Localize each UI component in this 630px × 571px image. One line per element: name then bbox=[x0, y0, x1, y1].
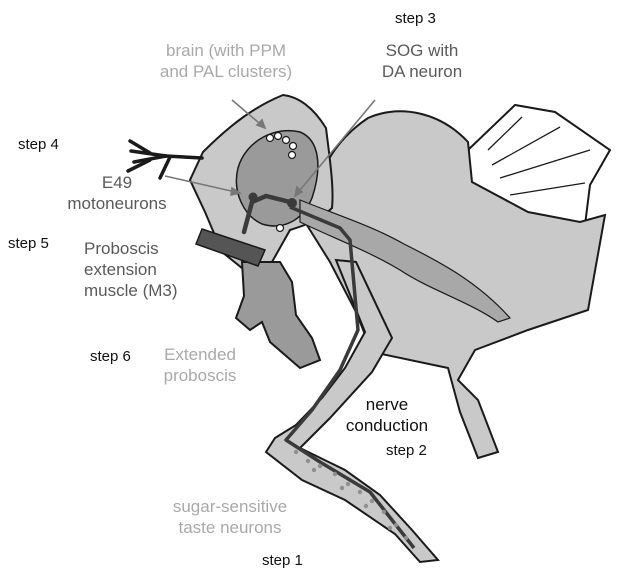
taste-label-line-2: taste neurons bbox=[146, 517, 314, 538]
sog-label: SOG with DA neuron bbox=[352, 40, 492, 82]
e49-label: E49 motoneurons bbox=[58, 172, 176, 214]
proboscis-label: Extended proboscis bbox=[142, 344, 258, 386]
step-2-label: step 2 bbox=[386, 440, 427, 461]
brain-label: brain (with PPM and PAL clusters) bbox=[118, 40, 334, 82]
muscle-label-line-2: extension bbox=[84, 259, 178, 280]
step-6-label: step 6 bbox=[90, 346, 131, 367]
muscle-label-line-1: Proboscis bbox=[84, 238, 178, 259]
taste-label-line-1: sugar-sensitive bbox=[146, 496, 314, 517]
nerve-label-line-1: nerve bbox=[340, 394, 434, 415]
step-3-label: step 3 bbox=[395, 8, 436, 29]
brain-label-line-1: brain (with PPM bbox=[118, 40, 334, 61]
step-5-label: step 5 bbox=[8, 233, 49, 254]
taste-label: sugar-sensitive taste neurons bbox=[146, 496, 314, 538]
step-1-label: step 1 bbox=[262, 550, 303, 571]
sog-label-line-2: DA neuron bbox=[352, 61, 492, 82]
nerve-label: nerve conduction bbox=[340, 394, 434, 436]
sog-label-line-1: SOG with bbox=[352, 40, 492, 61]
e49-label-line-2: motoneurons bbox=[58, 193, 176, 214]
proboscis-label-line-2: proboscis bbox=[142, 365, 258, 386]
proboscis-label-line-1: Extended bbox=[142, 344, 258, 365]
nerve-label-line-2: conduction bbox=[340, 415, 434, 436]
step-4-label: step 4 bbox=[18, 134, 59, 155]
muscle-label-line-3: muscle (M3) bbox=[84, 280, 178, 301]
brain-label-line-2: and PAL clusters) bbox=[118, 61, 334, 82]
muscle-label: Proboscis extension muscle (M3) bbox=[84, 238, 178, 301]
e49-cell-body bbox=[249, 193, 258, 202]
e49-label-line-1: E49 bbox=[58, 172, 176, 193]
